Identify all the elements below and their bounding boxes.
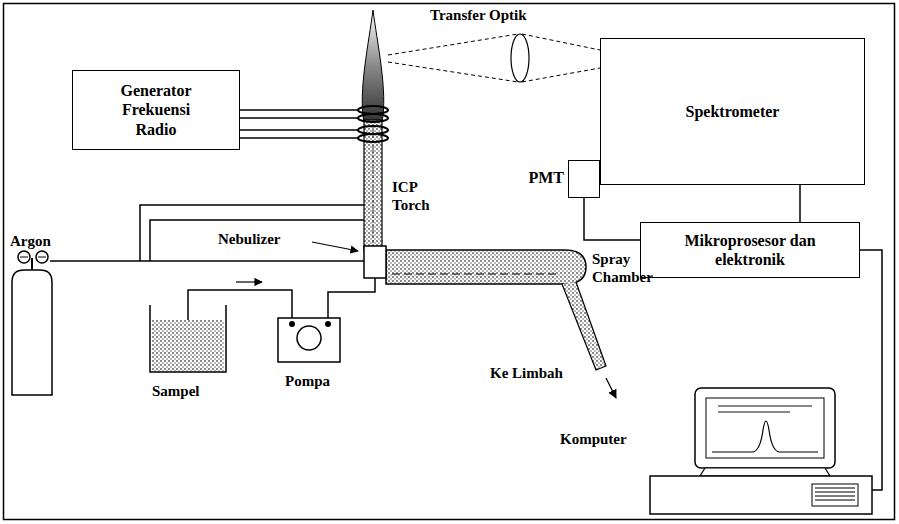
part-label: Spray Chamber	[592, 250, 664, 286]
computer-wire	[860, 250, 882, 490]
sample-beaker-part	[150, 305, 226, 372]
node-text-group: Mikroprosesor dan elektronik	[675, 231, 825, 269]
argon-cylinder-part	[18, 251, 30, 263]
processor-box: Mikroprosesor dan elektronik	[640, 222, 860, 278]
computer-illustration-part	[812, 484, 858, 506]
icp-torch-part	[373, 120, 374, 250]
argon-cylinder-part	[20, 257, 28, 258]
argon-cylinder-part	[12, 270, 52, 395]
node-label: PMT	[528, 168, 564, 187]
spray-chamber-part	[606, 378, 616, 398]
icp-torch	[358, 10, 388, 250]
transfer-optics-part	[388, 62, 518, 82]
transfer-optics-part	[388, 34, 600, 82]
spray-chamber-part	[562, 282, 606, 370]
computer-illustration-part	[718, 411, 790, 413]
part-label: Argon	[10, 232, 51, 250]
transfer-optics	[388, 34, 600, 82]
rf-wires-part	[240, 117, 359, 119]
rf-wires-part	[240, 109, 359, 111]
argon-cylinder-part	[31, 258, 33, 270]
part-label: Ke Limbah	[490, 364, 563, 382]
pump-part	[278, 318, 340, 362]
part-label: Pompa	[285, 372, 330, 390]
node-text-group: Generator Frekuensi Radio	[106, 81, 206, 139]
computer-illustration-part	[815, 492, 855, 493]
argon-lines-part	[150, 220, 364, 261]
part-label: Sampel	[152, 382, 200, 400]
nebulizer-part	[364, 246, 386, 278]
node-label: Generator Frekuensi Radio	[106, 81, 206, 139]
argon-cylinder-part	[38, 257, 46, 258]
pump	[278, 318, 340, 362]
rf-wires-part	[240, 137, 359, 139]
computer-illustration	[650, 388, 872, 514]
sample-beaker	[150, 305, 226, 372]
pmt-box: PMT	[568, 160, 600, 198]
pump-part	[297, 326, 321, 350]
argon-lines	[50, 205, 364, 261]
sample-beaker-part	[152, 320, 224, 372]
transfer-optics-part	[388, 34, 518, 55]
pump-part	[325, 321, 331, 327]
rf-wires	[240, 110, 359, 138]
argon-cylinder	[12, 251, 52, 395]
transfer-optics-part	[522, 34, 600, 50]
spray-chamber-part	[392, 274, 560, 275]
signal-wire	[799, 185, 801, 222]
sample-tubing-part	[236, 281, 262, 282]
computer-illustration-part	[815, 496, 855, 497]
computer-illustration-part	[706, 398, 824, 458]
computer-illustration-part	[815, 500, 855, 501]
rf-wires-part	[240, 129, 359, 131]
outer-frame	[4, 4, 895, 520]
part-label: Transfer Optik	[430, 6, 527, 24]
transfer-optics-part	[511, 34, 529, 82]
argon-lines-part	[50, 260, 364, 262]
argon-cylinder-part	[36, 251, 48, 263]
spray-chamber	[386, 250, 616, 398]
spray-chamber-part	[386, 250, 586, 284]
icp-torch-part	[358, 134, 388, 142]
icp-torch-part	[364, 120, 382, 250]
icp-torch-part	[358, 106, 388, 142]
computer-illustration-part	[718, 405, 812, 407]
part-label: Komputer	[560, 430, 627, 448]
transfer-optics-part	[522, 68, 600, 82]
node-label: Spektrometer	[686, 102, 780, 121]
part-label: Nebulizer	[218, 230, 280, 248]
icp-torch-part	[358, 106, 388, 114]
computer-illustration-part	[712, 421, 818, 452]
nebulizer	[312, 242, 386, 278]
signal-wire	[584, 198, 640, 240]
computer-illustration-part	[815, 488, 855, 489]
icp-torch-part	[358, 126, 388, 134]
node-label: Mikroprosesor dan elektronik	[675, 231, 825, 269]
computer-illustration-part	[700, 468, 830, 476]
spectrometer-box: Spektrometer	[600, 38, 865, 185]
icp-torch-part	[358, 114, 388, 122]
argon-lines-part	[140, 205, 364, 261]
generator-box: Generator Frekuensi Radio	[72, 70, 240, 150]
node-text-group: Spektrometer	[686, 102, 780, 121]
pump-part	[289, 321, 295, 327]
nebulizer-part	[312, 242, 358, 251]
part-label: ICP Torch	[392, 178, 442, 214]
sample-tubing-part	[328, 278, 375, 318]
computer-illustration-part	[815, 488, 855, 500]
computer-illustration-part	[650, 476, 872, 514]
computer-illustration-part	[695, 388, 835, 468]
computer-wire-part	[860, 250, 882, 490]
